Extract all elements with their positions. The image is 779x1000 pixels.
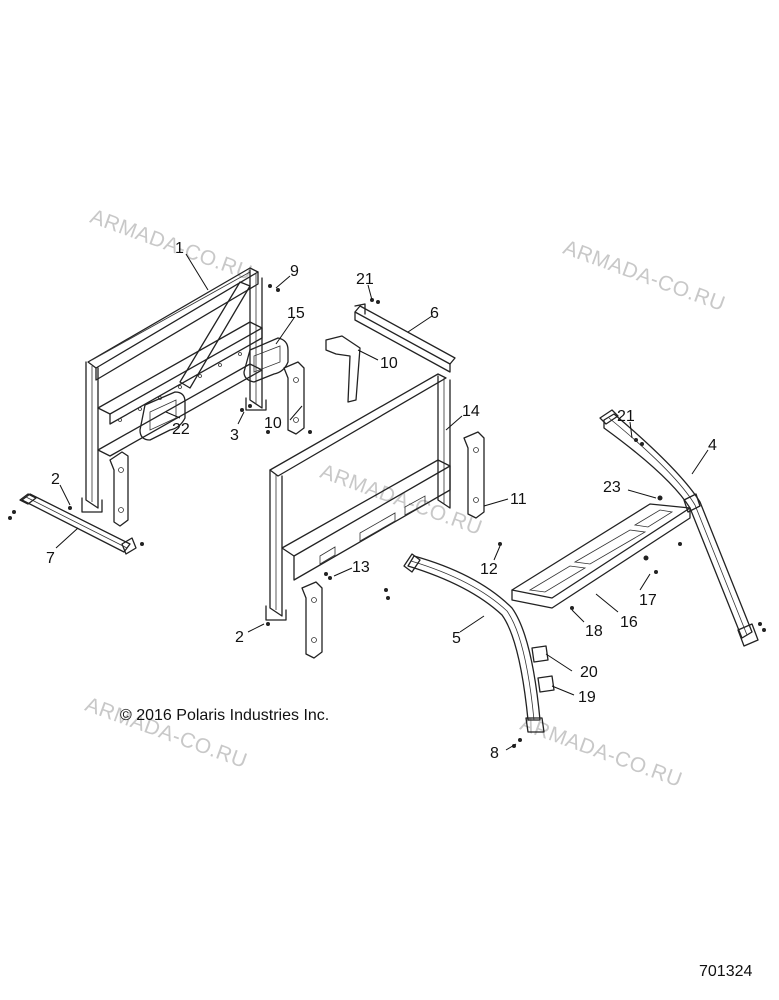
callout-18: 18 xyxy=(585,623,603,640)
part-tube-5 xyxy=(403,553,545,733)
callout-15: 15 xyxy=(287,305,305,322)
callout-3: 3 xyxy=(230,427,239,444)
callout-10-lower: 10 xyxy=(264,415,282,432)
callout-14: 14 xyxy=(462,403,480,420)
callout-13: 13 xyxy=(352,559,370,576)
part-clip-20 xyxy=(531,645,549,663)
callout-1: 1 xyxy=(175,240,184,257)
part-tube-7 xyxy=(19,493,137,555)
part-bracket-left xyxy=(109,451,129,527)
part-side-rail-4 xyxy=(599,409,759,647)
part-bracket-10a xyxy=(283,361,305,435)
callout-20: 20 xyxy=(580,664,598,681)
callout-2-left: 2 xyxy=(51,471,60,488)
callout-6: 6 xyxy=(430,305,439,322)
part-bracket-lower xyxy=(301,581,323,659)
callout-11: 11 xyxy=(510,491,527,508)
callout-22: 22 xyxy=(172,421,190,438)
part-grab-handle-15 xyxy=(243,337,289,383)
callout-8: 8 xyxy=(490,745,499,762)
part-grab-handle-22 xyxy=(139,391,186,441)
callout-12: 12 xyxy=(480,561,498,578)
callout-21-right: 21 xyxy=(617,408,635,425)
hardware-fasteners xyxy=(8,284,766,748)
callout-5: 5 xyxy=(452,630,461,647)
part-bracket-10b xyxy=(325,335,361,403)
callout-10-upper: 10 xyxy=(380,355,398,372)
callout-19: 19 xyxy=(578,689,596,706)
part-panel-16 xyxy=(511,503,691,609)
callout-23: 23 xyxy=(603,479,621,496)
callout-9: 9 xyxy=(290,263,299,280)
part-bracket-11 xyxy=(463,431,485,519)
part-rear-frame xyxy=(81,267,267,513)
callout-7: 7 xyxy=(46,550,55,567)
part-bar-6 xyxy=(354,303,456,373)
callout-4: 4 xyxy=(708,437,717,454)
callout-16: 16 xyxy=(620,614,638,631)
leader-lines xyxy=(55,253,709,751)
callout-17: 17 xyxy=(639,592,657,609)
part-front-frame xyxy=(265,373,451,621)
copyright-notice: © 2016 Polaris Industries Inc. xyxy=(120,707,330,724)
diagram-part-number: 701324 xyxy=(699,963,753,980)
part-clip-19 xyxy=(537,675,555,693)
callout-21-top: 21 xyxy=(356,271,374,288)
callout-numbers: 1 9 15 21 6 10 10 3 22 14 2 7 11 12 13 2… xyxy=(46,240,717,762)
callout-2-lower: 2 xyxy=(235,629,244,646)
